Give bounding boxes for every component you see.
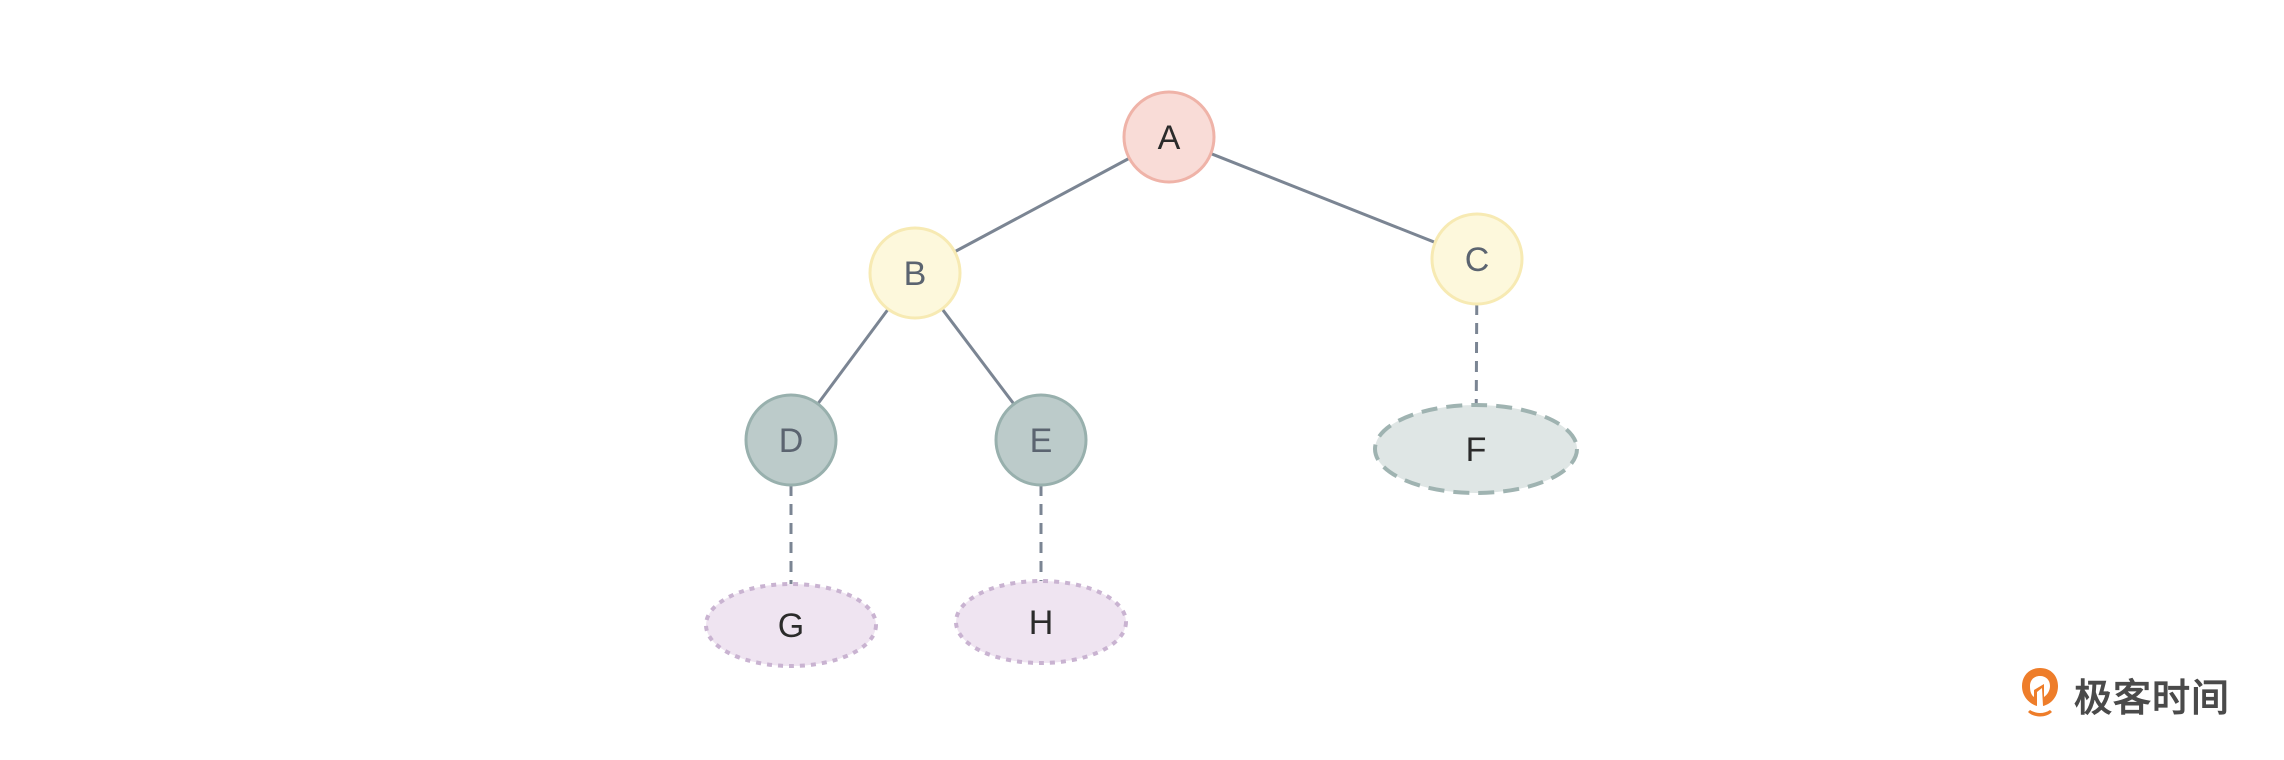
- node-h-ellipse: [954, 579, 1128, 665]
- node-b-label: B: [904, 255, 927, 293]
- node-b-circle: [868, 226, 962, 320]
- node-c-circle: [1430, 212, 1524, 306]
- node-e-circle: [994, 393, 1088, 487]
- node-d: D: [744, 393, 838, 487]
- node-f: F: [1373, 403, 1579, 495]
- node-g: G: [704, 582, 878, 668]
- node-d-label: D: [779, 422, 804, 460]
- node-e-label: E: [1030, 422, 1053, 460]
- node-a-circle: [1122, 90, 1216, 184]
- brand-logo: 极客时间: [2020, 664, 2230, 724]
- node-b: B: [868, 226, 962, 320]
- edge-b-d: [816, 308, 890, 405]
- edge-b-e: [940, 308, 1016, 405]
- node-f-label: F: [1466, 431, 1487, 469]
- brand-logo-text: 极客时间: [2074, 675, 2231, 720]
- nodes-layer: A B C D E F G H: [704, 90, 1579, 668]
- node-e: E: [994, 393, 1088, 487]
- edge-a-b: [953, 156, 1131, 254]
- node-h: H: [954, 579, 1128, 665]
- node-f-ellipse: [1373, 403, 1579, 495]
- edge-c-f: [1474, 303, 1479, 406]
- node-g-label: G: [778, 607, 804, 645]
- node-c: C: [1430, 212, 1524, 306]
- node-g-ellipse: [704, 582, 878, 668]
- edges-layer: [789, 152, 1479, 584]
- node-a: A: [1122, 90, 1216, 184]
- node-a-label: A: [1158, 119, 1181, 157]
- node-d-circle: [744, 393, 838, 487]
- geektime-logo-icon: [2022, 668, 2058, 717]
- node-h-label: H: [1029, 604, 1054, 642]
- edge-a-c: [1210, 152, 1436, 244]
- node-c-label: C: [1465, 241, 1490, 279]
